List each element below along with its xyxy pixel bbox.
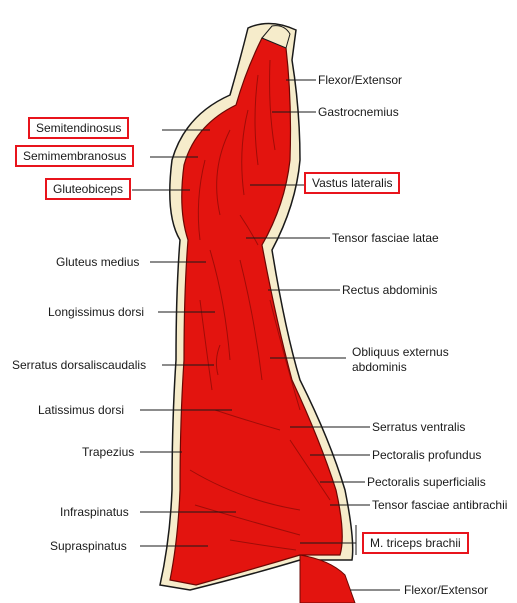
label-serratus-ventralis: Serratus ventralis (372, 420, 465, 434)
label-latissimus-dorsi: Latissimus dorsi (38, 403, 124, 417)
label-tensor-fasciae-antibrachii: Tensor fasciae antibrachii (372, 498, 507, 512)
label-supraspinatus: Supraspinatus (50, 539, 127, 553)
label-flexor-extensor-top: Flexor/Extensor (318, 73, 402, 87)
label-gluteobiceps: Gluteobiceps (45, 178, 131, 200)
label-obliquus-externus-line1: Obliquus externus (352, 345, 449, 359)
label-gluteus-medius: Gluteus medius (56, 255, 139, 269)
label-semimembranosus: Semimembranosus (15, 145, 134, 167)
label-tensor-fasciae-latae: Tensor fasciae latae (332, 231, 439, 245)
label-trapezius: Trapezius (82, 445, 134, 459)
label-obliquus-externus-line2: abdominis (352, 360, 407, 374)
label-flexor-extensor-bottom: Flexor/Extensor (404, 583, 488, 597)
label-gastrocnemius: Gastrocnemius (318, 105, 399, 119)
label-vastus-lateralis: Vastus lateralis (304, 172, 400, 194)
label-infraspinatus: Infraspinatus (60, 505, 129, 519)
label-pectoralis-superficialis: Pectoralis superficialis (367, 475, 486, 489)
label-semitendinosus: Semitendinosus (28, 117, 129, 139)
label-rectus-abdominis: Rectus abdominis (342, 283, 437, 297)
label-longissimus-dorsi: Longissimus dorsi (48, 305, 144, 319)
label-pectoralis-profundus: Pectoralis profundus (372, 448, 481, 462)
label-triceps-brachii: M. triceps brachii (362, 532, 469, 554)
label-serratus-dorsaliscaudalis: Serratus dorsaliscaudalis (12, 358, 146, 372)
